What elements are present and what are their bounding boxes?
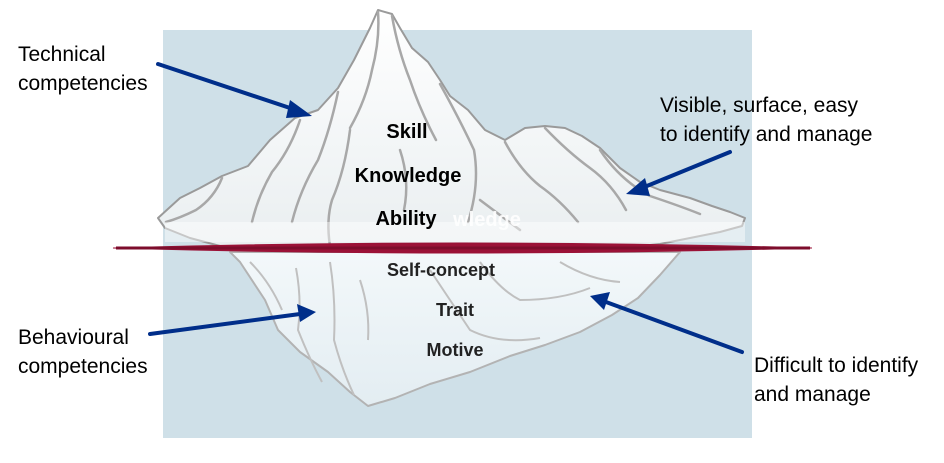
- tier-self-concept: Self-concept: [386, 260, 496, 280]
- tier-skill: Skill: [386, 121, 428, 143]
- difficult-line-2: and manage: [754, 383, 871, 406]
- difficult-line-1: Difficult to identify: [754, 354, 919, 377]
- submerged-cracks: [249, 261, 621, 396]
- tier-motive: Motive: [426, 340, 484, 360]
- difficult-label: Difficult to identify and manage: [754, 351, 918, 409]
- visible-line-1: Visible, surface, easy: [660, 94, 859, 117]
- tier-trait: Trait: [435, 300, 475, 320]
- behavioural-arrow: [148, 304, 316, 336]
- visible-label: Visible, surface, easy to identify and m…: [660, 91, 872, 149]
- ghost-text: wledge: [453, 209, 521, 231]
- tier-knowledge: Knowledge: [354, 165, 462, 187]
- visible-arrow: [626, 150, 732, 196]
- tier-ability: Ability: [375, 208, 437, 230]
- callout-arrows: [148, 62, 744, 354]
- technical-competencies-label: Technical competencies: [18, 40, 148, 98]
- visible-line-2: to identify and manage: [660, 123, 873, 146]
- technical-line-2: competencies: [18, 72, 148, 95]
- technical-arrow: [156, 62, 312, 118]
- surface-reflection: [165, 222, 745, 242]
- technical-line-1: Technical: [18, 43, 106, 66]
- behavioural-line-2: competencies: [18, 355, 148, 378]
- behavioural-line-1: Behavioural: [18, 326, 129, 349]
- behavioural-competencies-label: Behavioural competencies: [18, 323, 148, 381]
- difficult-arrow: [590, 292, 744, 354]
